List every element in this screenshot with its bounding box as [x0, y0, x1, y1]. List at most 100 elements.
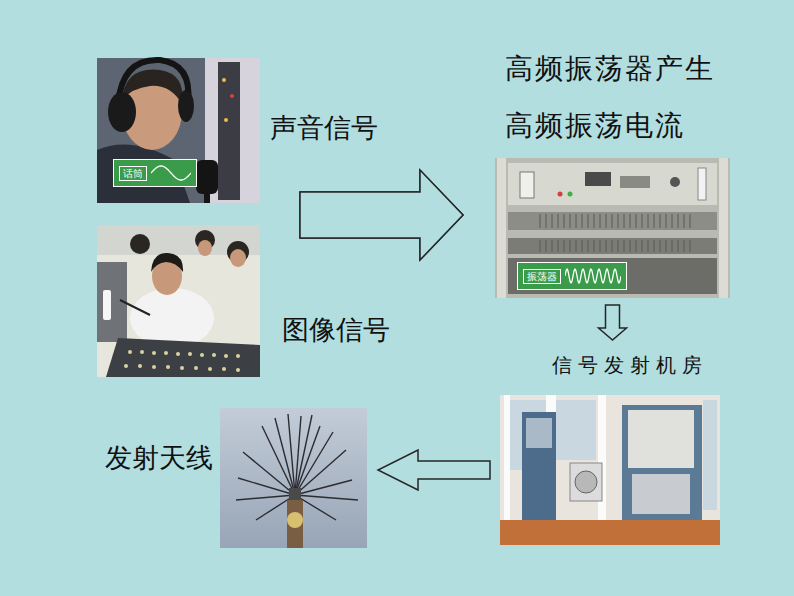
- control-room-photo-art-shape: [124, 350, 240, 372]
- antenna-photo-art-shape-shape: [288, 414, 295, 495]
- control-room-photo-art-shape-shape: [138, 364, 142, 368]
- control-room-photo-art-shape-shape: [236, 368, 240, 372]
- studio-photo-art-shape: [108, 92, 136, 132]
- studio-photo-art-shape: [230, 94, 234, 98]
- control-room-photo-art-shape: [130, 234, 150, 254]
- antenna-photo-art-shape-shape: [295, 432, 333, 495]
- oscillator-photo-art-shape: [568, 192, 573, 197]
- studio-photo-art-shape: [97, 58, 260, 203]
- control-room-photo-art-shape-shape: [140, 350, 144, 354]
- oscillator-photo-art: [495, 158, 730, 298]
- oscillator-photo-art-shape: [508, 163, 717, 205]
- control-room-photo-art: [97, 225, 260, 377]
- control-room-photo-art-shape: [198, 240, 212, 256]
- node-heading: 高频振荡器产生 高频振荡电流: [505, 40, 733, 154]
- control-room-photo-art-shape-shape: [224, 354, 228, 358]
- flow-arrow: [599, 305, 627, 340]
- oscillator-photo-art-shape: [698, 168, 706, 200]
- microphone-tag: 话筒: [113, 159, 197, 187]
- control-room-photo-art-shape-shape: [180, 366, 184, 370]
- node-heading: 图像信号: [282, 313, 390, 347]
- oscillator-photo-art-shape: [585, 172, 611, 186]
- oscillator-photo-art-shape: [558, 192, 563, 197]
- control-room-photo-art-shape-shape: [152, 365, 156, 369]
- antenna-photo-art-shape-shape: [236, 495, 295, 500]
- antenna-photo-art: [220, 408, 367, 548]
- transmitter-room-photo-art-shape: [628, 410, 694, 468]
- control-room-photo-art-shape-shape: [208, 367, 212, 371]
- oscillator-photo-art-shape-shape: [540, 240, 690, 252]
- transmitter-room-photo-art-shape: [500, 395, 720, 545]
- oscillator-photo-art-shape: [540, 214, 690, 252]
- oscillator-photo-art-shape: [508, 212, 717, 230]
- control-room-photo-art-shape-shape: [152, 351, 156, 355]
- transmitter-room-photo: 信号发射机房: [500, 395, 720, 545]
- oscillator-photo-art-shape: [670, 177, 680, 187]
- flow-arrow: [300, 170, 463, 260]
- transmitter-room-photo-art-shape: [522, 412, 556, 520]
- transmitter-room-photo-art-shape: [632, 474, 690, 514]
- control-room-photo-art-shape: [103, 290, 111, 320]
- control-room-photo-art-shape-shape: [188, 352, 192, 356]
- oscillator-photo-art-shape-shape: [540, 214, 690, 228]
- control-room-photo-art-shape-shape: [200, 353, 204, 357]
- transmitter-room-photo-art-shape: [575, 471, 597, 493]
- studio-photo: 话筒声音信号: [97, 58, 260, 203]
- control-room-photo-art-shape: [230, 249, 246, 267]
- antenna-photo-art-shape-shape: [295, 480, 352, 495]
- control-room-photo-art-shape-shape: [166, 365, 170, 369]
- control-room-photo-art-shape-shape: [164, 351, 168, 355]
- control-room-photo-art-shape-shape: [212, 353, 216, 357]
- studio-photo-art: [97, 58, 260, 203]
- antenna-photo-art-shape: [287, 512, 303, 528]
- transmitter-room-photo-art: [500, 395, 720, 545]
- control-room-photo-art-shape-shape: [222, 367, 226, 371]
- transmitter-room-photo-art-shape: [556, 400, 596, 460]
- transmitter-room-photo-art-shape: [504, 395, 510, 520]
- studio-photo-art-shape: [196, 160, 218, 194]
- oscillator-photo-art-shape: [620, 176, 650, 188]
- antenna-photo-art-shape: [287, 500, 303, 548]
- oscillator-photo-art-shape: [719, 158, 728, 298]
- oscillator-photo: 振荡器高频振荡器产生 高频振荡电流: [495, 158, 730, 298]
- transmitter-room-photo-art-shape: [500, 520, 720, 545]
- waveform-icon: [151, 164, 191, 182]
- control-room-photo-art-shape-shape: [194, 366, 198, 370]
- oscillator-tag: 振荡器: [517, 262, 627, 290]
- control-room-photo-art-shape: [130, 288, 214, 348]
- control-room-photo-art-shape-shape: [124, 364, 128, 368]
- studio-photo-art-shape: [178, 90, 194, 122]
- oscillator-photo-art-shape: [495, 158, 730, 298]
- studio-photo-art-shape: [218, 62, 240, 200]
- antenna-photo-art-shape: [220, 408, 367, 548]
- tag-label: 话筒: [119, 166, 147, 181]
- node-heading: 信号发射机房: [552, 353, 708, 378]
- control-room-photo-art-shape: [151, 253, 183, 272]
- oscillator-photo-art-shape: [520, 172, 534, 198]
- node-heading: 声音信号: [270, 111, 378, 145]
- transmitter-room-photo-art-shape: [622, 405, 702, 523]
- control-room-photo-art-shape: [97, 225, 260, 377]
- control-room-photo-art-shape-shape: [176, 352, 180, 356]
- oscillator-photo-art-shape: [497, 158, 506, 298]
- waveform-line: [151, 166, 191, 180]
- control-room-photo-art-shape-shape: [236, 354, 240, 358]
- node-heading: 发射天线: [105, 441, 213, 475]
- antenna-photo-art-shape-shape: [295, 495, 358, 500]
- control-room-photo-art-shape-shape: [128, 350, 132, 354]
- antenna-photo-art-shape: [289, 488, 301, 500]
- transmitter-room-photo-art-shape: [570, 463, 602, 501]
- tag-label: 振荡器: [523, 269, 561, 284]
- transmitter-room-photo-art-shape: [526, 418, 552, 448]
- control-room-photo-art-shape: [120, 300, 150, 315]
- studio-photo-art-shape: [224, 118, 228, 122]
- studio-photo-art-shape: [204, 192, 210, 203]
- oscillator-photo-art-shape: [508, 258, 717, 294]
- antenna-photo: 发射天线: [220, 408, 367, 548]
- oscillator-photo-art-shape: [508, 238, 717, 254]
- antenna-photo-art-shape-shape: [243, 452, 295, 495]
